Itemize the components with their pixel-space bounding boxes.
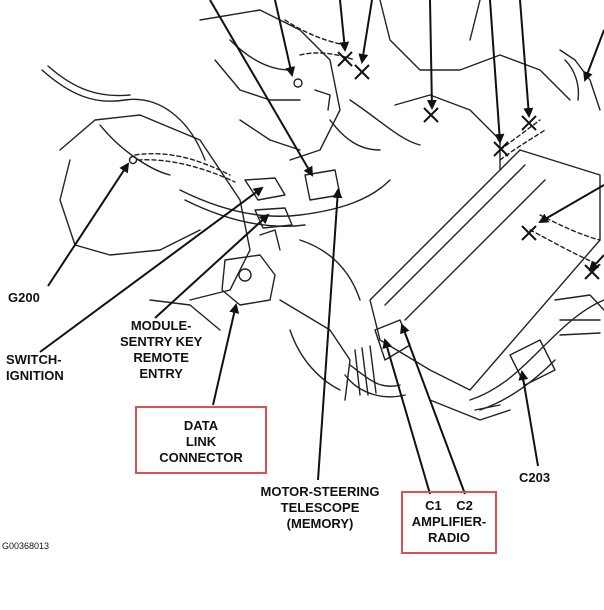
label-g200: G200 (8, 290, 40, 305)
label-amplifier-radio: C1 C2 AMPLIFIER- RADIO (411, 498, 487, 545)
label-data-link-connector: DATA LINK CONNECTOR (159, 418, 243, 465)
label-c203: C203 (519, 470, 551, 485)
label-motor-steering-telescope: MOTOR-STEERING TELESCOPE (MEMORY) (260, 484, 380, 531)
figure-id: G00368013 (2, 541, 50, 551)
highlight-box-amplifier-radio (401, 491, 497, 554)
top-leader-lines (209, 0, 604, 272)
highlight-box-data-link-connector (135, 406, 267, 474)
callout-arrows (39, 162, 539, 495)
label-switch-ignition: SWITCH- IGNITION (6, 352, 64, 383)
wire-cut-marks (337, 51, 600, 280)
engine-compartment-sketch (41, 0, 604, 421)
label-module-sentry-key-remote-entry: MODULE- SENTRY KEY REMOTE ENTRY (120, 318, 203, 381)
